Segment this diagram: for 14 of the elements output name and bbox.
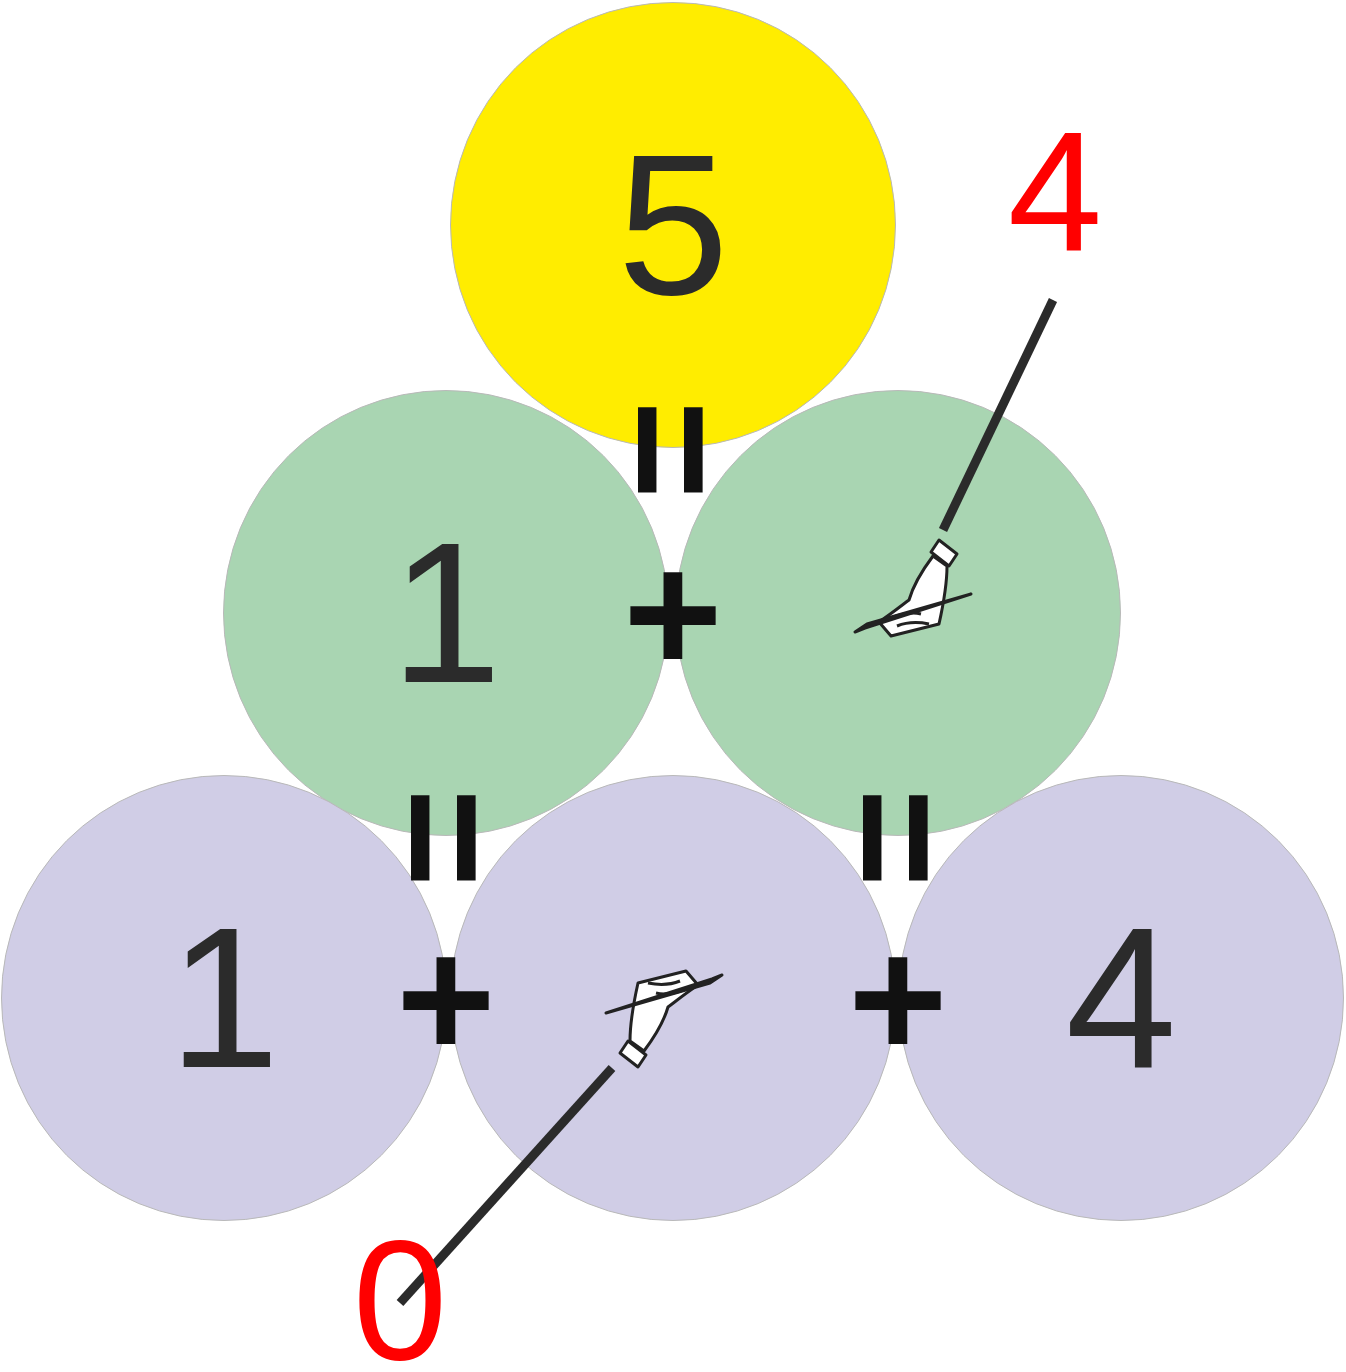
leader-line	[396, 1065, 616, 1306]
number: 1	[168, 898, 280, 1098]
plus-sign: +	[396, 913, 496, 1083]
callout-number: 4	[1007, 107, 1103, 277]
number: 1	[390, 513, 502, 713]
callout-number: 0	[352, 1215, 448, 1372]
equals-sign: =	[813, 788, 983, 888]
equals-sign: =	[588, 400, 758, 500]
equals-sign: =	[361, 788, 531, 888]
plus-sign: +	[623, 528, 723, 698]
number: 5	[617, 125, 729, 325]
number: 4	[1065, 898, 1177, 1098]
leader-line	[938, 298, 1058, 532]
plus-sign: +	[848, 913, 948, 1083]
